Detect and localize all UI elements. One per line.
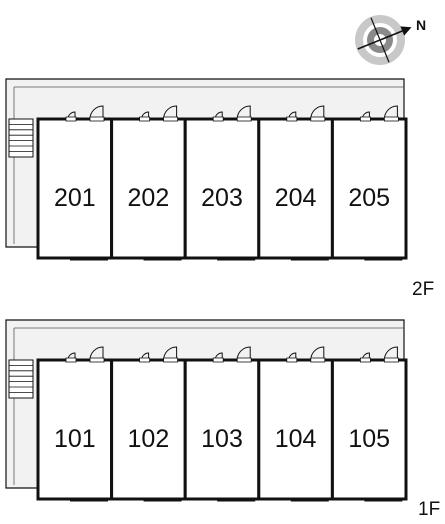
unit-202[interactable]: 202 — [110, 105, 187, 261]
door-step — [212, 116, 224, 122]
compass-needle — [357, 17, 412, 63]
unit-number: 203 — [201, 184, 243, 212]
door-step — [65, 357, 77, 363]
staircase-icon — [8, 359, 34, 399]
compass-north-label: N — [416, 17, 426, 33]
unit-number: 201 — [54, 184, 96, 212]
door-step — [310, 357, 326, 363]
north-arrow-icon — [400, 26, 412, 36]
door-step — [65, 116, 77, 122]
unit-number: 101 — [54, 425, 96, 453]
unit-105[interactable]: 105 — [330, 346, 408, 502]
floor-label-2f: 2F — [412, 279, 434, 300]
door-step — [286, 357, 298, 363]
door-step — [139, 116, 151, 122]
unit-104[interactable]: 104 — [257, 346, 334, 502]
door-step — [236, 357, 252, 363]
unit-205[interactable]: 205 — [330, 105, 408, 261]
unit-number: 204 — [275, 184, 317, 212]
unit-201[interactable]: 201 — [36, 105, 114, 261]
unit-103[interactable]: 103 — [183, 346, 261, 502]
floor-1f: 101 102 103 104 105 — [5, 319, 408, 502]
door-step — [286, 116, 298, 122]
floor-2f: 201 202 203 204 205 — [5, 78, 408, 261]
door-step — [139, 357, 151, 363]
compass: N — [355, 15, 426, 65]
door-step — [383, 357, 399, 363]
door-step — [89, 116, 105, 122]
door-step — [359, 357, 371, 363]
staircase-icon — [8, 118, 34, 158]
unit-number: 202 — [128, 184, 170, 212]
door-step — [359, 116, 371, 122]
door-step — [163, 116, 179, 122]
floor-label-1f: 1F — [418, 499, 440, 520]
door-step — [383, 116, 399, 122]
unit-101[interactable]: 101 — [36, 346, 114, 502]
door-step — [212, 357, 224, 363]
unit-number: 105 — [348, 425, 390, 453]
unit-number: 104 — [275, 425, 317, 453]
unit-number: 205 — [348, 184, 390, 212]
door-step — [310, 116, 326, 122]
unit-102[interactable]: 102 — [110, 346, 187, 502]
unit-203[interactable]: 203 — [183, 105, 261, 261]
unit-wall — [110, 358, 187, 501]
door-step — [89, 357, 105, 363]
door-step — [236, 116, 252, 122]
unit-wall — [36, 117, 114, 260]
unit-wall — [330, 117, 408, 260]
unit-204[interactable]: 204 — [257, 105, 334, 261]
unit-number: 102 — [128, 425, 170, 453]
unit-number: 103 — [201, 425, 243, 453]
door-step — [163, 357, 179, 363]
unit-wall — [36, 358, 114, 501]
